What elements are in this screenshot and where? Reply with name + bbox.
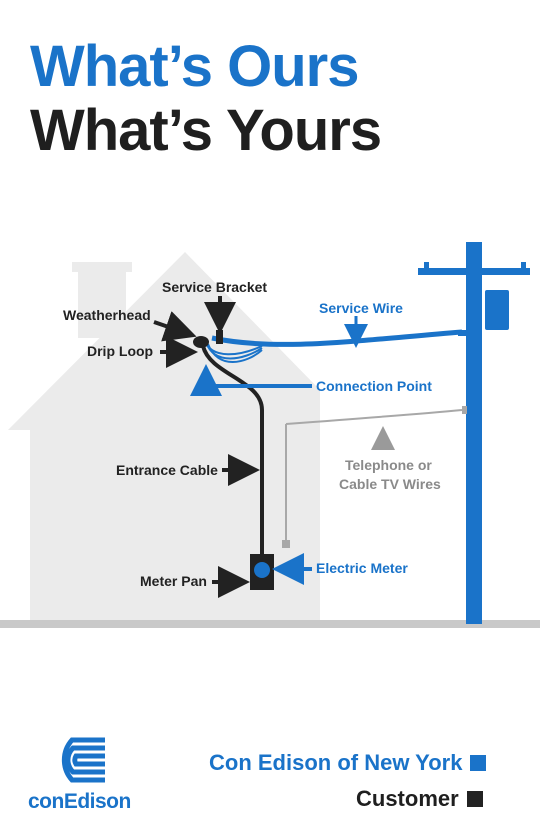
label-service-bracket: Service Bracket (162, 279, 267, 295)
weatherhead (193, 336, 209, 348)
label-meter-pan: Meter Pan (140, 573, 207, 589)
weatherhead-arrow (153, 311, 197, 342)
legend-yours: Customer (356, 786, 483, 812)
transformer (485, 290, 509, 330)
label-weatherhead: Weatherhead (63, 307, 151, 323)
ground-line (0, 620, 540, 628)
label-electric-meter: Electric Meter (316, 560, 408, 576)
legend-ours-swatch (470, 755, 487, 771)
electric-meter (254, 562, 270, 578)
legend-ours-label: Con Edison of New York (209, 750, 463, 775)
utility-pole (418, 242, 530, 624)
title-yours: What’s Yours (30, 98, 382, 163)
label-service-wire: Service Wire (319, 300, 403, 316)
label-connection-point: Connection Point (316, 378, 432, 394)
label-telephone-1: Telephone or (345, 457, 432, 473)
legend-yours-label: Customer (356, 786, 459, 811)
title-ours: What’s Ours (30, 34, 359, 99)
telephone-cable-wire (285, 409, 463, 540)
label-entrance-cable: Entrance Cable (116, 462, 218, 478)
con-edison-logo-icon (61, 737, 105, 783)
legend-yours-swatch (466, 791, 483, 807)
connection-point-arrow (190, 364, 312, 396)
label-telephone-2: Cable TV Wires (339, 476, 441, 492)
legend-ours: Con Edison of New York (209, 750, 487, 776)
service-wire (211, 329, 463, 347)
con-edison-wordmark: conEdison (28, 790, 131, 813)
label-drip-loop: Drip Loop (87, 343, 153, 359)
entrance-cable (201, 345, 264, 556)
service-bracket (216, 330, 223, 344)
